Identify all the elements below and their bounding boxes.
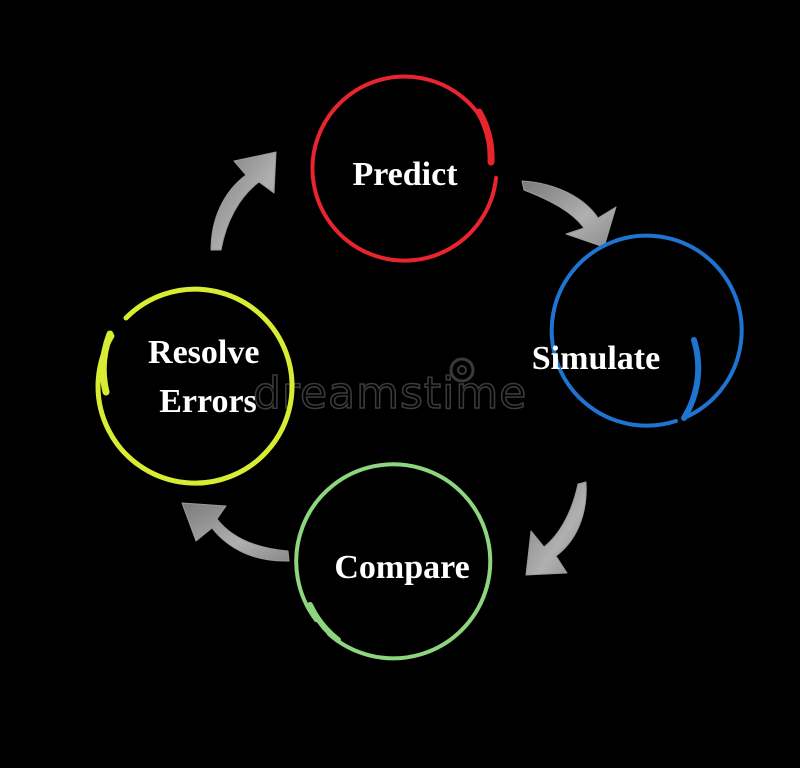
ring-resolve-tail xyxy=(99,330,114,396)
ring-simulate-tail xyxy=(681,337,702,421)
watermark-text: dreamstime xyxy=(253,368,527,419)
arrow-resolve-to-predict xyxy=(210,151,277,251)
ring-compare xyxy=(294,462,493,661)
arrow-simulate-to-compare xyxy=(525,481,587,576)
label-resolve-errors-line-2: Errors xyxy=(159,383,257,420)
label-resolve-errors-line-1: Resolve xyxy=(148,334,259,371)
ring-compare-tail xyxy=(307,602,341,643)
arrow-compare-to-resolve xyxy=(181,502,290,562)
label-predict: Predict xyxy=(352,156,458,193)
label-resolve-errors: Resolve Errors xyxy=(148,334,268,420)
node-predict: Predict xyxy=(310,74,498,263)
node-simulate: Simulate xyxy=(532,233,744,428)
label-compare: Compare xyxy=(334,549,469,586)
label-simulate: Simulate xyxy=(532,340,660,377)
ring-simulate xyxy=(549,233,744,428)
arrow-predict-to-simulate xyxy=(521,180,617,248)
ring-resolve xyxy=(95,286,295,486)
ring-predict-tail xyxy=(475,108,495,166)
watermark-logo-icon xyxy=(449,357,475,383)
cycle-arrows xyxy=(181,151,617,576)
watermark: dreamstime xyxy=(252,357,527,420)
node-resolve-errors: Resolve Errors xyxy=(95,286,295,486)
ring-predict xyxy=(310,74,498,263)
node-compare: Compare xyxy=(294,462,493,661)
